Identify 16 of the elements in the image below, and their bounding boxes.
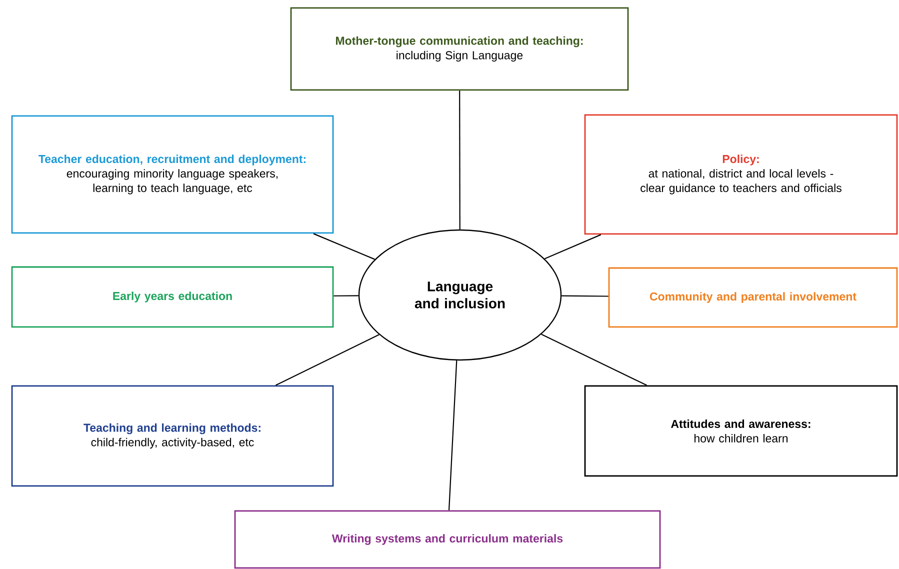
connector-line	[275, 334, 380, 386]
connector-line	[334, 295, 358, 296]
connector-line	[544, 234, 602, 260]
connector-line	[448, 360, 458, 510]
connector-line	[313, 233, 375, 260]
topic-box: Attitudes and awareness: how children learn	[584, 385, 898, 477]
connector-line	[562, 295, 608, 297]
topic-box: Writing systems and curriculum materials	[234, 510, 661, 569]
topic-box: Policy: at national, district and local levels - clear guidance to teachers and officials	[584, 114, 898, 235]
topic-box: Teacher education, recruitment and deployment: encouraging minority language speakers, learning to teach language, etc	[11, 115, 334, 234]
topic-box: Teaching and learning methods: child-friendly, activity-based, etc	[11, 385, 334, 487]
topic-box: Community and parental involvement	[608, 267, 898, 328]
topic-box: Mother-tongue communication and teaching: including Sign Language	[290, 7, 629, 91]
connector-line	[541, 334, 647, 386]
connector-line	[459, 90, 460, 230]
topic-box: Early years education	[11, 266, 334, 328]
